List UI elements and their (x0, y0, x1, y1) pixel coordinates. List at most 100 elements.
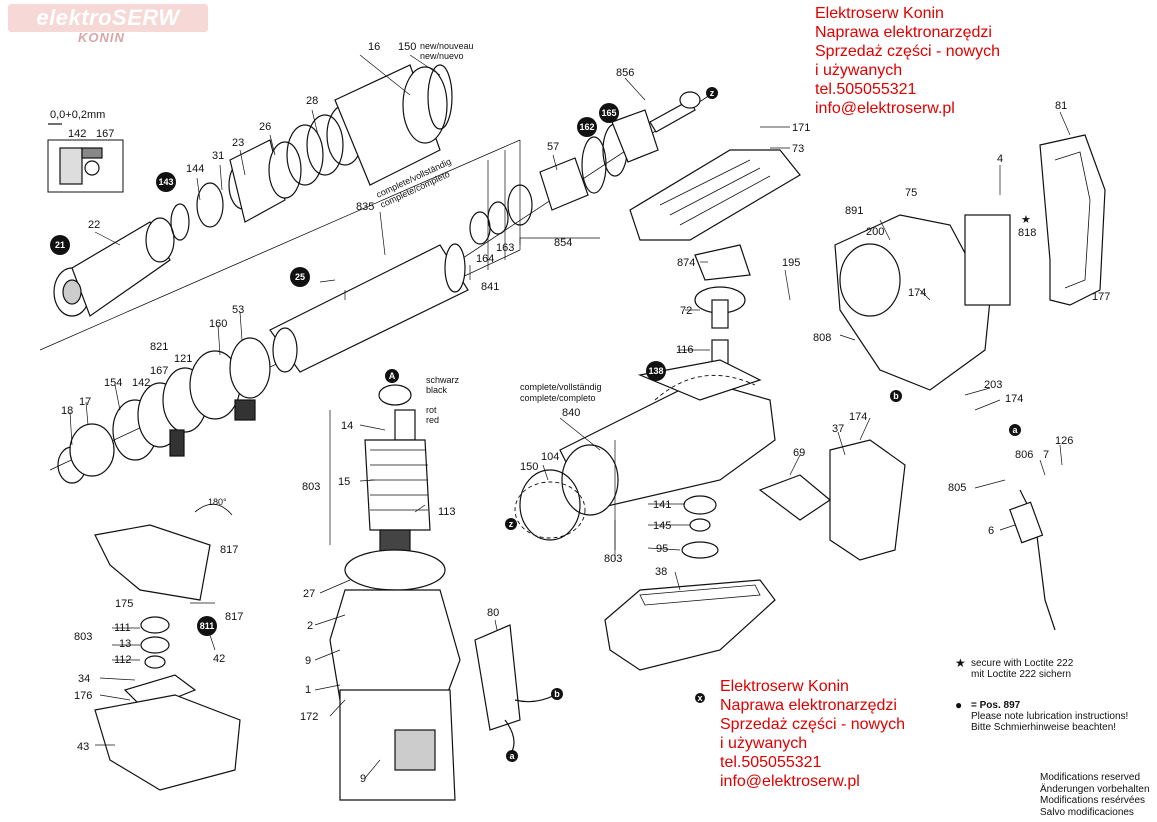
label-803-b: 803 (604, 553, 622, 565)
svg-text:b: b (554, 689, 560, 699)
part-37-69 (758, 439, 906, 561)
label-95: 95 (656, 543, 668, 555)
label-803-a: 803 (302, 481, 320, 493)
mod-line-3: Modifications resérvées (1040, 795, 1146, 806)
connector-z-2: z (505, 518, 517, 530)
promo-line-2: Naprawa elektronarzędzi (815, 24, 992, 41)
svg-text:z: z (710, 88, 715, 98)
label-167: 167 (96, 128, 114, 140)
label-4: 4 (997, 153, 1003, 165)
part-835-toolholder (269, 243, 469, 373)
label-818: 818 (1018, 227, 1036, 239)
svg-text:162: 162 (579, 122, 594, 132)
label-142: 142 (68, 128, 86, 140)
svg-text:21: 21 (55, 240, 65, 250)
label-112: 112 (114, 654, 132, 666)
label-28: 28 (306, 95, 318, 107)
label-complete-completo: complete/completo (520, 393, 596, 403)
label-806: 806 (1015, 449, 1033, 461)
label-75: 75 (905, 187, 917, 199)
part-9-motorhousing (329, 549, 461, 801)
label-schwarz: schwarz (426, 375, 460, 385)
connector-a-1: a (1009, 424, 1021, 436)
svg-text:a: a (1012, 425, 1018, 435)
label-803-c: 803 (74, 631, 92, 643)
part-rings-lower (57, 337, 271, 484)
svg-text:138: 138 (648, 366, 663, 376)
label-22: 22 (88, 219, 100, 231)
connector-b-2: b (551, 688, 563, 700)
part-38-cover (604, 579, 776, 671)
connector-z-1: z (706, 87, 718, 99)
badge-165: 165 (599, 103, 619, 123)
label-42: 42 (213, 653, 225, 665)
part-6-cable (1009, 489, 1056, 631)
label-new-nuevo: new/nuevo (420, 51, 464, 61)
badge-21: 21 (50, 235, 70, 255)
label-7: 7 (1043, 449, 1049, 461)
legend: ★ secure with Loctite 222 mit Loctite 22… (955, 657, 1155, 739)
mod-line-1: Modifications reserved (1040, 772, 1141, 783)
part-22-chuck (53, 217, 175, 317)
promo-block-top: Elektroserw Konin Naprawa elektronarzędz… (815, 4, 1000, 118)
label-15: 15 (338, 476, 350, 488)
label-53: 53 (232, 304, 244, 316)
dot-icon: ● (955, 698, 963, 712)
label-163: 163 (496, 242, 514, 254)
label-200: 200 (866, 226, 884, 238)
label-16: 16 (368, 41, 380, 53)
label-195: 195 (782, 257, 800, 269)
label-38: 38 (655, 566, 667, 578)
logo-brand: elektroSERW (8, 4, 208, 32)
mod-line-2: Änderungen vorbehalten (1040, 783, 1150, 795)
modifications-notice: Modifications reserved Änderungen vorbeh… (1040, 772, 1150, 818)
logo-city: KONIN (78, 30, 125, 45)
legend-lubrication: ● = Pos. 897 Please note lubrication ins… (955, 698, 1155, 733)
connector-x: x (695, 693, 705, 703)
label-891: 891 (845, 205, 863, 217)
elektroserw-logo: elektroSERW KONIN (8, 4, 208, 45)
part-81-handle (1039, 134, 1106, 306)
label-80: 80 (487, 607, 499, 619)
svg-text:a: a (509, 751, 515, 761)
legend-loctite: ★ secure with Loctite 222 mit Loctite 22… (955, 657, 1155, 680)
label-73: 73 (792, 143, 804, 155)
svg-text:143: 143 (158, 177, 173, 187)
part-80-brushholder (474, 624, 556, 756)
promo-line-3: Sprzedaż części - nowych (720, 716, 905, 733)
label-841: 841 (481, 281, 499, 293)
label-150-b: 150 (520, 461, 538, 473)
label-81: 81 (1055, 100, 1067, 112)
label-37: 37 (832, 423, 844, 435)
label-145: 145 (653, 520, 671, 532)
part-15-armature (364, 384, 431, 571)
label-817-a: 817 (220, 544, 238, 556)
label-856: 856 (616, 67, 634, 79)
label-111: 111 (114, 622, 131, 634)
legend-lubrication-en: Please note lubrication instructions! (971, 711, 1129, 722)
part-72-gear (694, 244, 751, 369)
label-174-a: 174 (908, 287, 926, 299)
legend-pos: = Pos. 897 (971, 700, 1021, 711)
legend-lubrication-de: Bitte Schmierhinweise beachten! (971, 722, 1117, 733)
promo-line-3: Sprzedaż części - nowych (815, 43, 1000, 60)
label-164: 164 (476, 253, 494, 265)
label-121: 121 (174, 353, 192, 365)
label-854: 854 (554, 237, 572, 249)
label-835: 835 (356, 201, 374, 213)
svg-text:811: 811 (200, 621, 215, 631)
svg-text:z: z (509, 519, 514, 529)
label-167-b: 167 (150, 365, 168, 377)
label-180-degrees: 180° (208, 497, 227, 507)
label-805: 805 (948, 482, 966, 494)
label-203: 203 (984, 379, 1002, 391)
part-73-cover (629, 149, 801, 241)
part-817-assembly (94, 524, 241, 791)
svg-text:A: A (389, 371, 396, 381)
label-126: 126 (1055, 435, 1073, 447)
label-14: 14 (341, 420, 353, 432)
dimension-text: 0,0+0,2mm (50, 109, 105, 121)
label-177: 177 (1092, 291, 1110, 303)
connector-markers: z z A a a b b x (385, 87, 1021, 762)
part-141-bearing (681, 495, 719, 559)
